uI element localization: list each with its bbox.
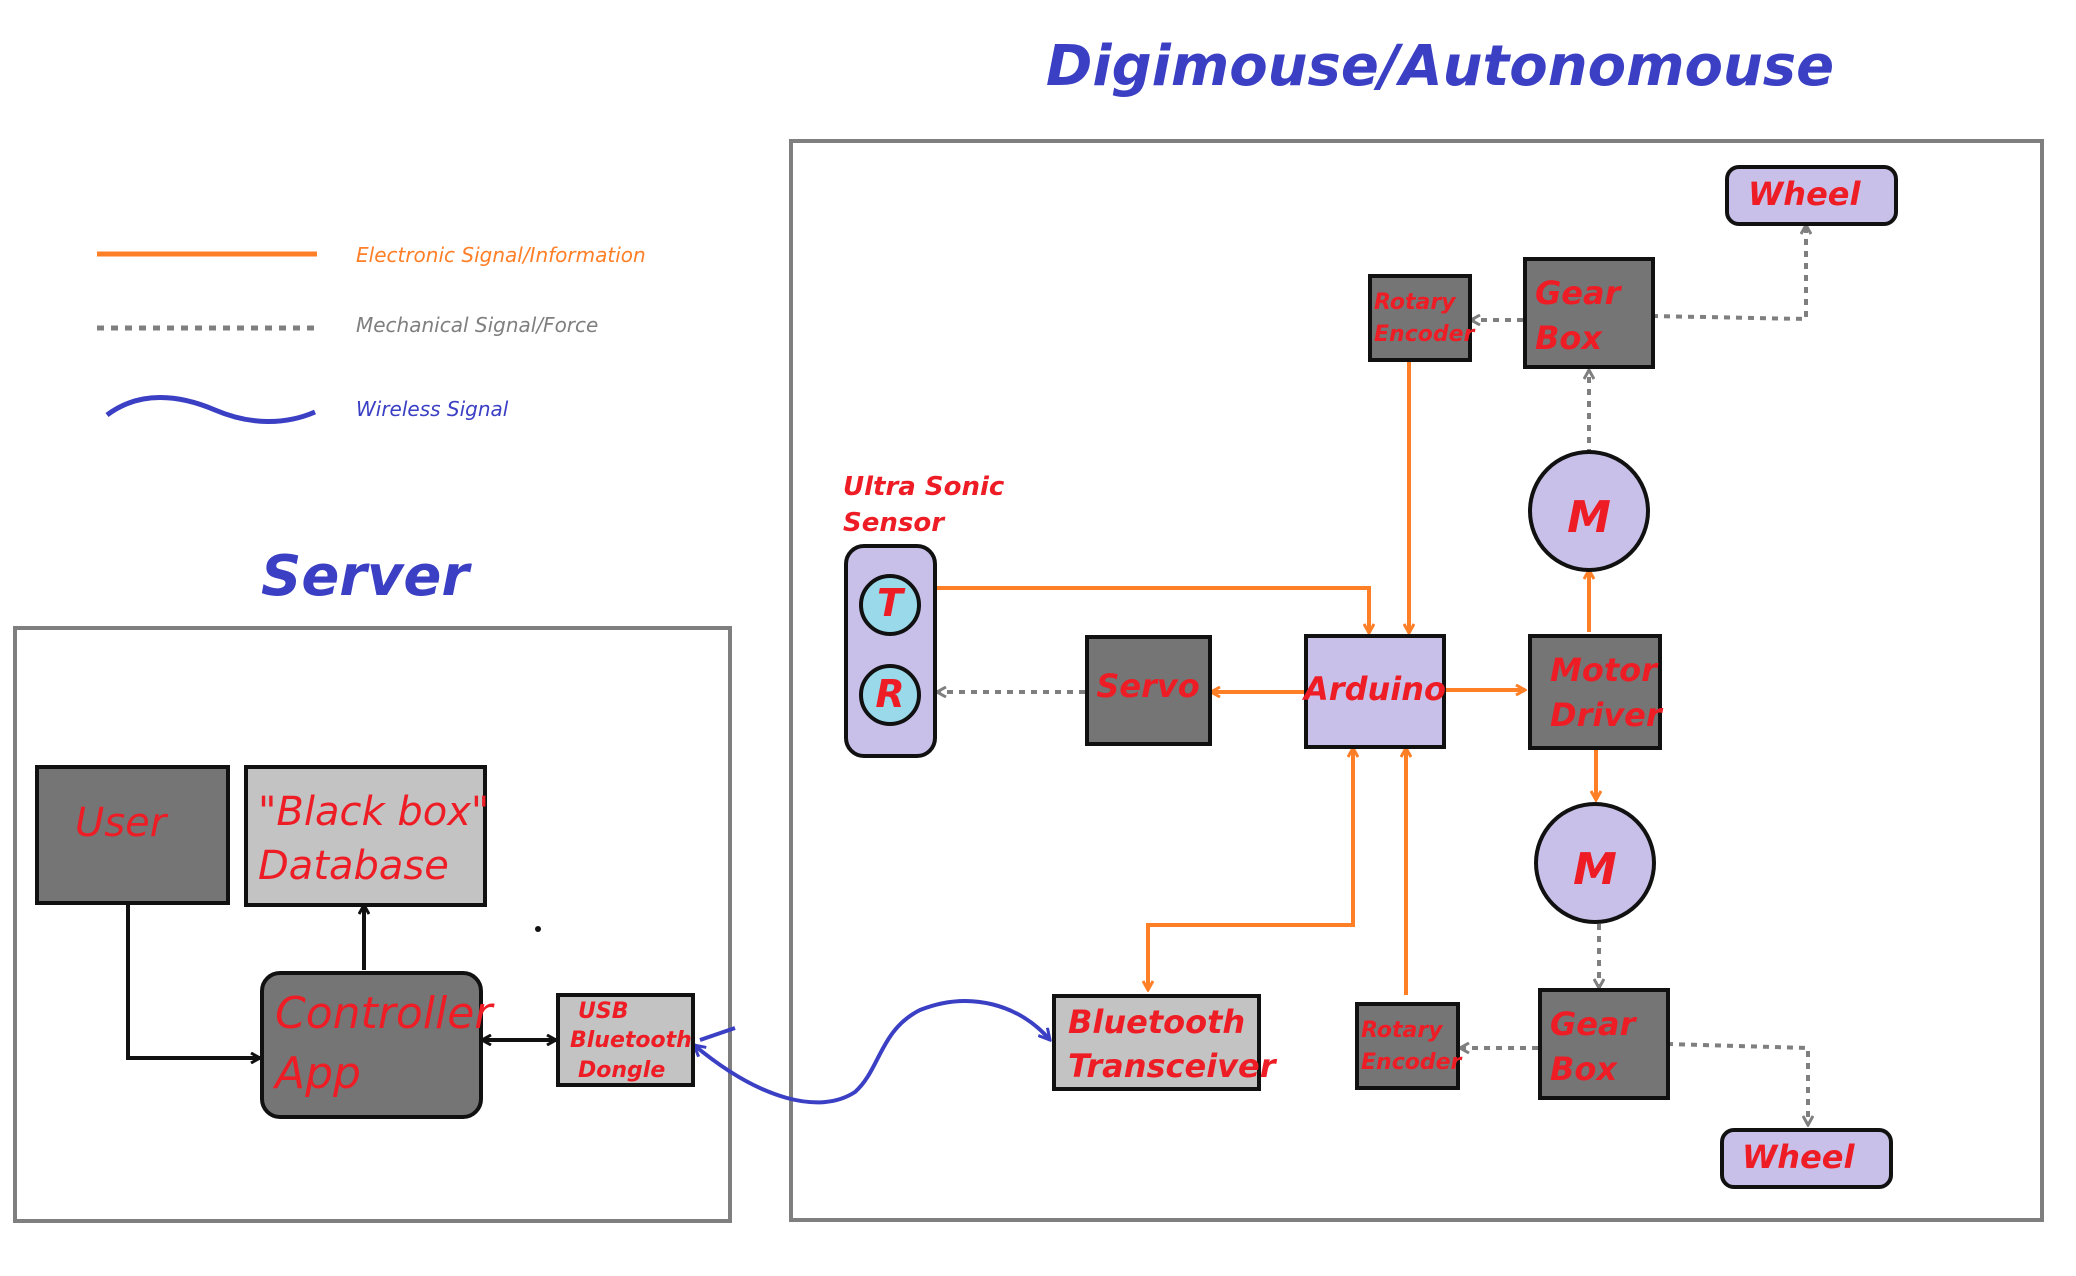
sensor-to-arduino bbox=[936, 586, 1369, 633]
user-label: User bbox=[75, 800, 169, 846]
gearbox-bottom-label-1: Gear bbox=[1550, 1005, 1638, 1043]
motor-driver-label-1: Motor bbox=[1550, 651, 1659, 689]
ultrasonic-sensor: Ultra Sonic Sensor T R bbox=[843, 472, 1005, 758]
motor-top-label: M bbox=[1567, 492, 1611, 543]
robot-title: Digimouse/Autonomouse bbox=[1046, 34, 1834, 99]
bluetooth-transceiver: Bluetooth Transceiver bbox=[1052, 994, 1278, 1091]
receiver-label: R bbox=[875, 672, 904, 716]
gearbox-top: Gear Box bbox=[1523, 257, 1655, 369]
legend: Electronic Signal/Information Mechanical… bbox=[97, 243, 646, 424]
legend-electronic-label: Electronic Signal/Information bbox=[356, 243, 646, 267]
motor-driver: Motor Driver bbox=[1528, 634, 1664, 750]
stray-dot bbox=[535, 926, 541, 932]
motor-driver-label-2: Driver bbox=[1550, 696, 1664, 734]
bluetooth-label-2: Transceiver bbox=[1068, 1047, 1278, 1085]
server-frame bbox=[13, 626, 732, 1223]
encoder-bottom-label-1: Rotary bbox=[1361, 1018, 1444, 1043]
wheel-top-label: Wheel bbox=[1748, 175, 1861, 213]
motor-bottom: M bbox=[1534, 802, 1656, 924]
robot-frame bbox=[789, 139, 2044, 1222]
gearbox-top-label-2: Box bbox=[1535, 319, 1603, 357]
database: "Black box" Database bbox=[244, 765, 489, 907]
usb-bluetooth-dongle: USB Bluetooth Dongle bbox=[556, 993, 695, 1087]
gearbox-top-label-1: Gear bbox=[1535, 274, 1623, 312]
wheel-bottom: Wheel bbox=[1720, 1128, 1893, 1189]
encoder-bottom: Rotary Encoder bbox=[1355, 1002, 1463, 1090]
controller-label-1: Controller bbox=[275, 988, 495, 1039]
servo: Servo bbox=[1085, 635, 1212, 746]
dongle-label-3: Dongle bbox=[578, 1058, 665, 1083]
legend-wireless-line bbox=[105, 395, 316, 424]
motor-top: M bbox=[1528, 450, 1650, 572]
controller-app: Controller App bbox=[260, 971, 495, 1119]
arduino-label: Arduino bbox=[1301, 670, 1446, 708]
ultrasonic-label-2: Sensor bbox=[843, 508, 946, 538]
encoder-top-label-1: Rotary bbox=[1374, 290, 1457, 315]
database-label-1: "Black box" bbox=[258, 789, 489, 835]
server-title: Server bbox=[261, 544, 472, 609]
transmitter-label: T bbox=[877, 581, 906, 625]
servo-label: Servo bbox=[1096, 667, 1199, 705]
wireless-link bbox=[694, 999, 1050, 1105]
gearbox-bottom-to-wheel-bottom bbox=[1666, 1042, 1808, 1125]
database-label-2: Database bbox=[258, 843, 449, 889]
gearbox-bottom-label-2: Box bbox=[1550, 1050, 1618, 1088]
user: User bbox=[35, 765, 230, 905]
encoder-top: Rotary Encoder bbox=[1368, 274, 1476, 362]
user-to-controller bbox=[126, 903, 260, 1058]
gearbox-top-to-wheel-top bbox=[1651, 225, 1806, 322]
wheel-bottom-label: Wheel bbox=[1742, 1138, 1855, 1176]
encoder-bottom-label-2: Encoder bbox=[1361, 1050, 1463, 1075]
bluetooth-label-1: Bluetooth bbox=[1068, 1003, 1245, 1041]
controller-label-2: App bbox=[272, 1048, 361, 1099]
wireless-link-hook bbox=[699, 1026, 736, 1042]
motor-bottom-label: M bbox=[1573, 844, 1617, 895]
ultrasonic-label-1: Ultra Sonic bbox=[843, 472, 1005, 502]
transmitter bbox=[859, 574, 921, 636]
encoder-top-label-2: Encoder bbox=[1374, 322, 1476, 347]
legend-wireless-label: Wireless Signal bbox=[356, 397, 509, 421]
receiver bbox=[859, 664, 921, 726]
arduino-bluetooth-link bbox=[1148, 748, 1353, 990]
legend-mechanical-label: Mechanical Signal/Force bbox=[356, 313, 598, 337]
arduino: Arduino bbox=[1301, 634, 1446, 749]
dongle-label-2: Bluetooth bbox=[570, 1028, 692, 1053]
dongle-label-1: USB bbox=[578, 999, 628, 1024]
gearbox-bottom: Gear Box bbox=[1538, 988, 1670, 1100]
wheel-top: Wheel bbox=[1725, 165, 1898, 226]
